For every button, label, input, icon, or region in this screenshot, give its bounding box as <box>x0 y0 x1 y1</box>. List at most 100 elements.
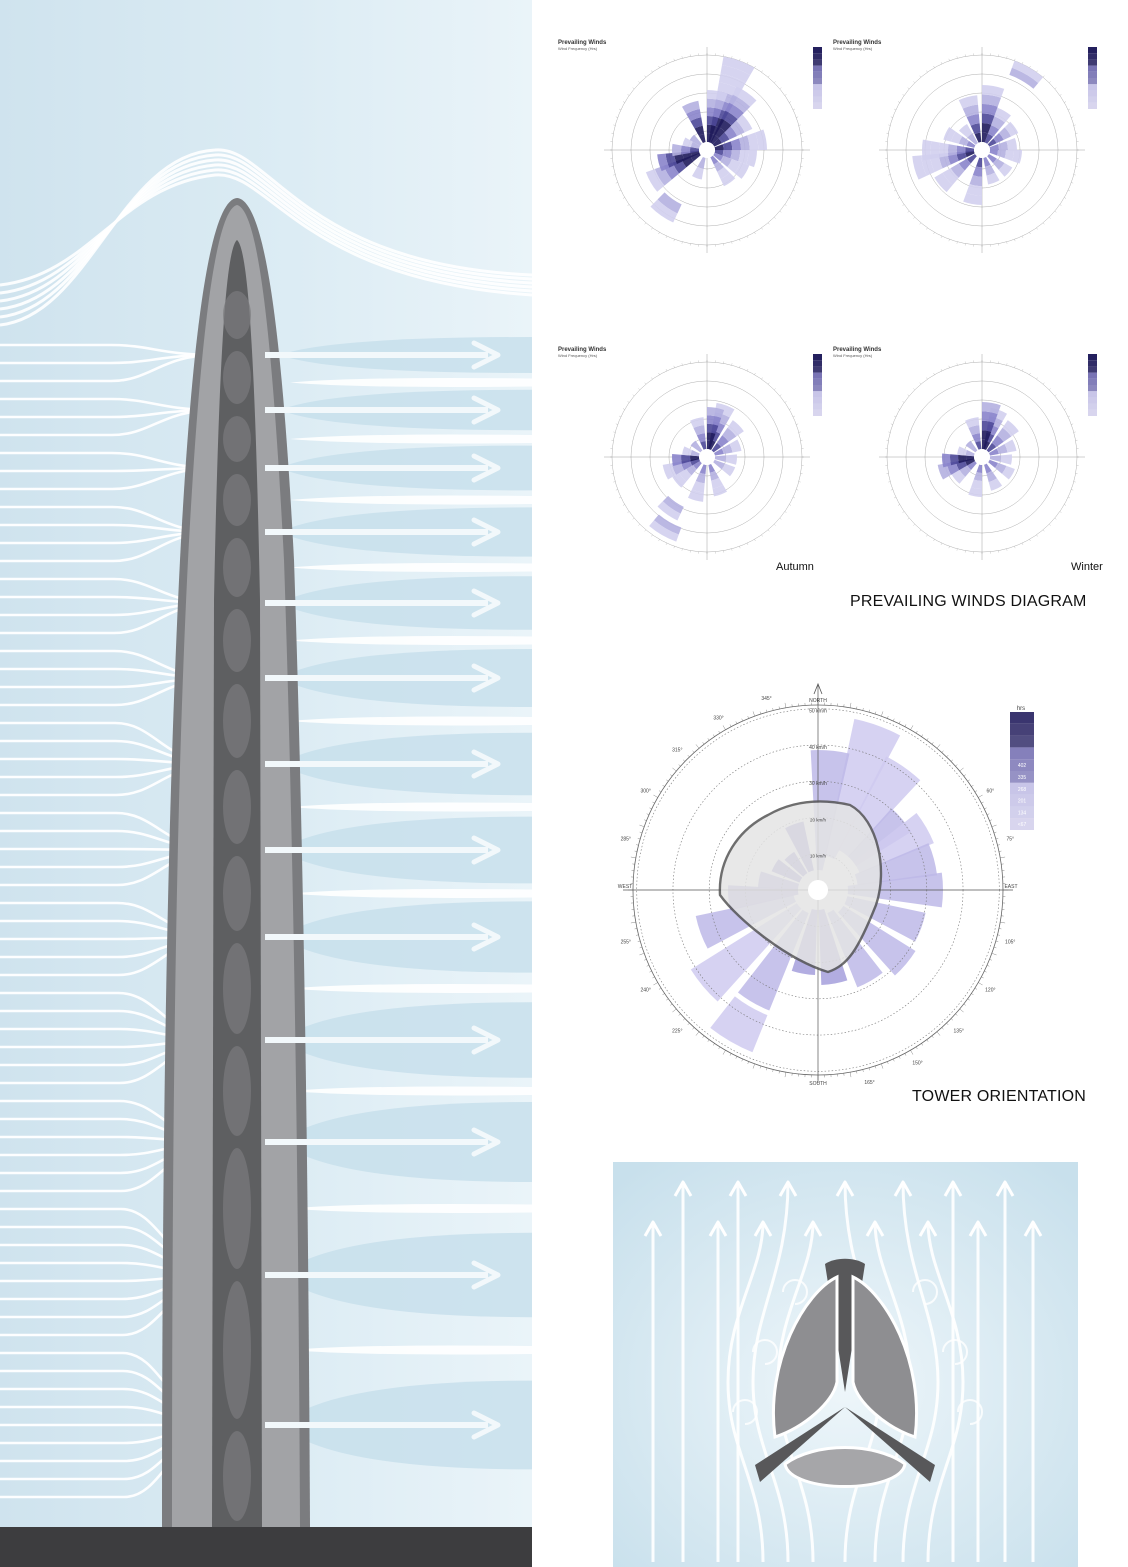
degree-tick <box>735 721 738 724</box>
rose-tick <box>1059 401 1062 403</box>
plan-streamline <box>726 1221 765 1563</box>
degree-tick <box>752 1063 755 1069</box>
rose-tick <box>754 65 756 68</box>
rose-tick <box>902 94 905 96</box>
rose-petal <box>934 172 953 193</box>
degree-tick <box>722 725 726 730</box>
rose-center <box>808 880 828 900</box>
rose-petal <box>736 114 753 133</box>
rose-legend-swatch <box>1088 96 1097 103</box>
degree-label: 60° <box>987 789 995 795</box>
degree-tick <box>778 1070 780 1074</box>
rose-petal <box>713 448 724 456</box>
rose-petal <box>939 142 949 158</box>
rose-tick <box>739 58 741 61</box>
rose-tick <box>933 372 935 375</box>
rose-tick <box>747 543 749 545</box>
rose-petal <box>984 463 992 474</box>
plan-streamline <box>901 1181 940 1563</box>
rose-petal <box>707 124 716 135</box>
rose-tick <box>779 517 782 520</box>
rose-legend-swatch <box>1088 53 1097 60</box>
degree-tick <box>921 1043 924 1046</box>
rose-petal <box>712 484 727 497</box>
degree-tick <box>963 774 966 777</box>
plan-core-southeast <box>845 1407 935 1482</box>
rose-tick <box>793 415 795 417</box>
rose-petal <box>989 455 1001 462</box>
rose-petal <box>681 145 691 155</box>
rose-tick <box>919 529 922 532</box>
degree-tick <box>718 730 721 734</box>
rose-tick <box>638 524 640 526</box>
degree-tick <box>652 801 655 804</box>
rose-petal <box>951 470 966 484</box>
rose-legend-swatch <box>1088 47 1097 54</box>
rose-petal <box>971 433 981 443</box>
rose-petal <box>1001 465 1015 480</box>
degree-tick <box>678 1013 681 1016</box>
degree-tick <box>784 1072 787 1078</box>
vortex-swirl <box>732 1399 758 1425</box>
degree-tick <box>639 953 645 956</box>
vortex-swirl <box>912 1279 938 1305</box>
rose-petal <box>694 125 705 136</box>
degree-tick <box>862 1069 864 1072</box>
degree-label: 225° <box>672 1029 682 1035</box>
rose-tick <box>902 401 905 403</box>
rose-petal <box>968 487 982 497</box>
degree-tick <box>634 850 638 852</box>
rose-tick <box>731 363 733 366</box>
rose-petal <box>975 441 982 450</box>
plan-arrowhead <box>753 1220 773 1237</box>
rose-petal <box>727 159 741 173</box>
rose-petal <box>699 464 707 475</box>
rose-petal <box>697 156 706 169</box>
wake-gap <box>290 636 532 645</box>
rose-tick <box>1073 431 1076 433</box>
rose-tick <box>1054 210 1057 213</box>
prevailing-winds-heading: PREVAILING WINDS DIAGRAM <box>850 593 1087 610</box>
rose-tick <box>761 534 763 537</box>
rose-tick <box>1022 236 1024 238</box>
rose-petal <box>746 150 757 168</box>
degree-tick <box>910 1050 914 1055</box>
rose-tick <box>613 174 616 176</box>
rose-legend-swatch <box>1088 397 1097 404</box>
rose-tick <box>644 222 647 225</box>
rose-petal <box>922 139 932 161</box>
rose-petal <box>653 514 682 535</box>
degree-tick <box>637 940 641 942</box>
rose-tick <box>613 481 616 483</box>
rose-tick <box>940 369 942 371</box>
arrow-head <box>471 1410 501 1440</box>
degree-tick <box>687 1022 690 1026</box>
deflected-wind-streamlines <box>0 148 532 327</box>
rose-tick <box>673 239 675 242</box>
rose-petal <box>942 168 959 185</box>
rose-tick <box>902 511 905 513</box>
rose-petal <box>997 427 1012 442</box>
rose-legend-swatch <box>813 385 822 392</box>
rose-petal <box>963 192 982 205</box>
rose-tick <box>779 87 782 90</box>
rose-petal <box>720 172 736 187</box>
degree-tick <box>910 725 914 730</box>
degree-tick <box>967 779 970 782</box>
rose-tick <box>1071 182 1074 184</box>
rose-petal <box>714 402 735 418</box>
rose-tick <box>613 431 616 433</box>
rose-tick <box>761 377 763 380</box>
rose-tick <box>651 534 653 537</box>
degree-tick <box>707 738 710 741</box>
degree-tick <box>941 750 944 753</box>
rose-tick <box>1059 94 1062 96</box>
degree-tick <box>941 1027 944 1030</box>
degree-tick <box>752 711 755 717</box>
degree-tick <box>741 718 743 722</box>
rose-petal <box>957 446 968 456</box>
rose-title: Prevailing Winds <box>833 40 882 46</box>
rose-tick <box>890 423 893 425</box>
